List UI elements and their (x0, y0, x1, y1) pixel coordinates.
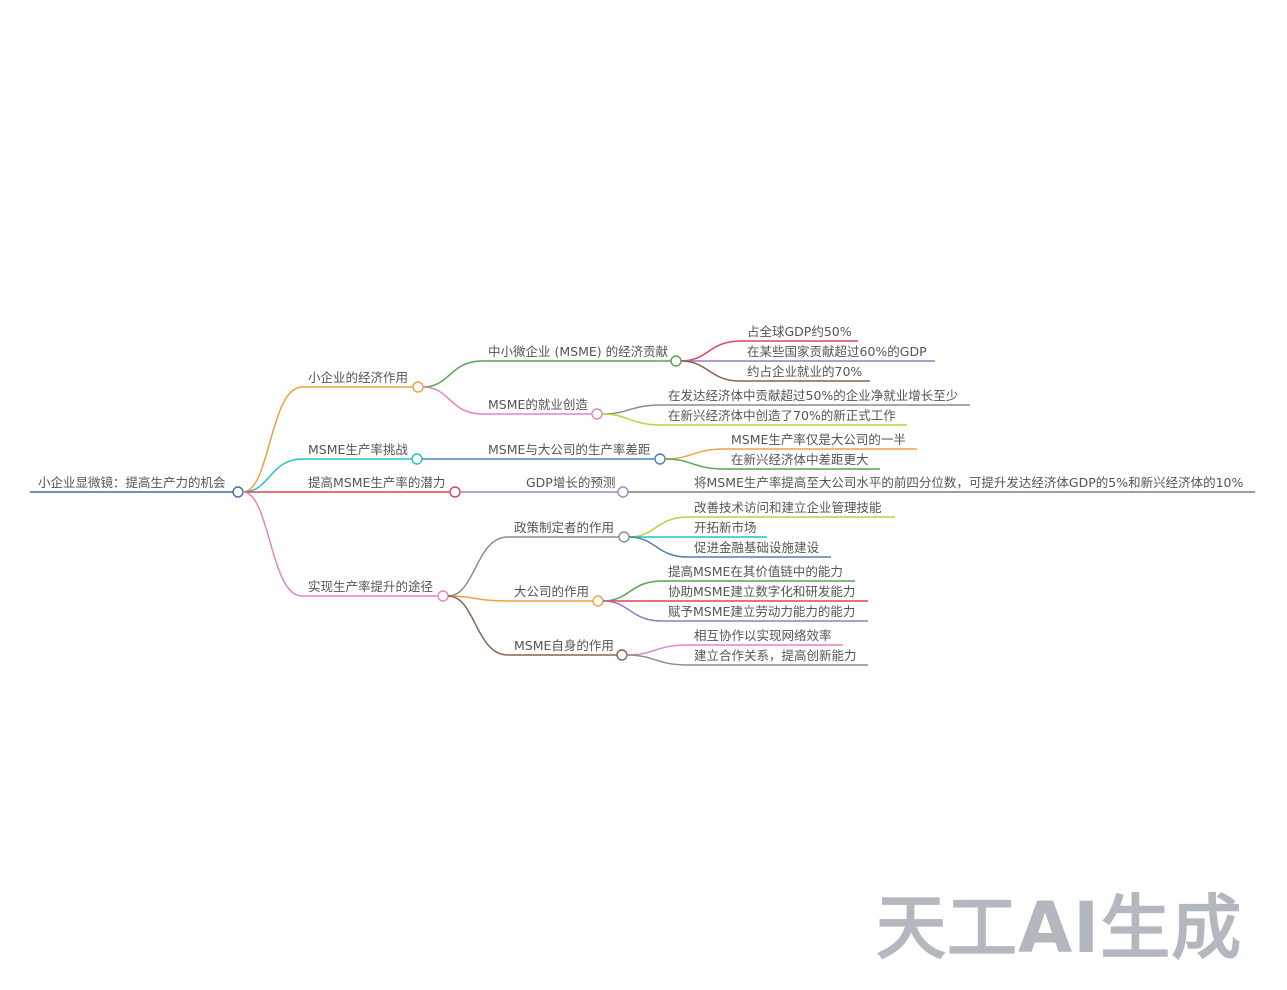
leaf-node-connector (664, 458, 726, 470)
leaf-node[interactable]: 改善技术访问和建立企业管理技能 (694, 500, 882, 515)
leaf-node-connector (601, 413, 663, 426)
leaf-node[interactable]: 在发达经济体中贡献超过50%的企业净就业增长至少 (668, 388, 959, 403)
leaf-node-connector (626, 654, 689, 666)
leaf-node-connector (601, 404, 663, 415)
leaf-node[interactable]: 在新兴经济体中差距更大 (731, 452, 869, 467)
leaf-node[interactable]: 在某些国家贡献超过60%的GDP (747, 344, 927, 359)
leaf-node-connector (680, 340, 742, 362)
subtopic-node-connector (422, 386, 483, 415)
branch-node-connector (242, 491, 303, 597)
leaf-node-connector (680, 360, 742, 382)
branch-node-connector (242, 458, 303, 493)
leaf-node-connector (602, 600, 663, 622)
branch-node-collapse-toggle[interactable] (411, 453, 423, 465)
subtopic-node[interactable]: 大公司的作用 (514, 584, 590, 599)
watermark: 天工AI生成 (876, 887, 1243, 969)
leaf-node-connector (628, 536, 689, 558)
leaf-node[interactable]: 开拓新市场 (694, 520, 757, 535)
branch-node[interactable]: 提高MSME生产率的潜力 (308, 475, 446, 490)
subtopic-node-connector (447, 536, 509, 597)
leaf-node[interactable]: 在新兴经济体中创造了70%的新正式工作 (668, 408, 896, 423)
subtopic-node[interactable]: MSME自身的作用 (514, 638, 614, 653)
leaf-node[interactable]: 建立合作关系，提高创新能力 (694, 648, 857, 663)
branch-node[interactable]: 实现生产率提升的途径 (308, 579, 434, 594)
subtopic-node[interactable]: 政策制定者的作用 (514, 520, 615, 535)
subtopic-node-collapse-toggle[interactable] (654, 453, 666, 465)
leaf-node[interactable]: 将MSME生产率提高至大公司水平的前四分位数，可提升发达经济体GDP的5%和新兴… (694, 475, 1244, 490)
subtopic-node-collapse-toggle[interactable] (616, 649, 628, 661)
branch-node-collapse-toggle[interactable] (412, 381, 424, 393)
leaf-node[interactable]: 协助MSME建立数字化和研发能力 (668, 584, 856, 599)
branch-node-collapse-toggle[interactable] (449, 486, 461, 498)
subtopic-node-connector (447, 595, 509, 602)
subtopic-node-collapse-toggle[interactable] (618, 531, 630, 543)
leaf-node-connector (628, 516, 689, 538)
leaf-node-connector (626, 644, 689, 656)
leaf-node-connector (664, 448, 726, 460)
leaf-node-connector (602, 580, 663, 602)
branch-node[interactable]: 小企业的经济作用 (308, 370, 409, 385)
subtopic-node-collapse-toggle[interactable] (592, 595, 604, 607)
branch-node[interactable]: MSME生产率挑战 (308, 442, 408, 457)
leaf-node[interactable]: 相互协作以实现网络效率 (694, 628, 832, 643)
subtopic-node-collapse-toggle[interactable] (591, 408, 603, 420)
leaf-node[interactable]: MSME生产率仅是大公司的一半 (731, 432, 906, 447)
root-node[interactable]: 小企业显微镜：提高生产力的机会 (38, 475, 226, 490)
subtopic-node[interactable]: 中小微企业 (MSME) 的经济贡献 (488, 344, 669, 359)
leaf-node[interactable]: 约占企业就业的70% (747, 364, 863, 379)
subtopic-node-collapse-toggle[interactable] (670, 355, 682, 367)
leaf-node[interactable]: 提高MSME在其价值链中的能力 (668, 564, 843, 579)
branch-node-connector (242, 386, 303, 493)
subtopic-node-connector (447, 595, 509, 656)
leaf-node[interactable]: 赋予MSME建立劳动力能力的能力 (668, 604, 856, 619)
root-node-collapse-toggle[interactable] (232, 486, 244, 498)
subtopic-node-collapse-toggle[interactable] (617, 486, 629, 498)
subtopic-node[interactable]: MSME的就业创造 (488, 397, 588, 412)
subtopic-node-connector (422, 360, 483, 388)
subtopic-node[interactable]: MSME与大公司的生产率差距 (488, 442, 651, 457)
leaf-node[interactable]: 占全球GDP约50% (747, 324, 852, 339)
subtopic-node[interactable]: GDP增长的预测 (526, 475, 616, 490)
branch-node-collapse-toggle[interactable] (437, 590, 449, 602)
leaf-node[interactable]: 促进金融基础设施建设 (694, 540, 820, 555)
